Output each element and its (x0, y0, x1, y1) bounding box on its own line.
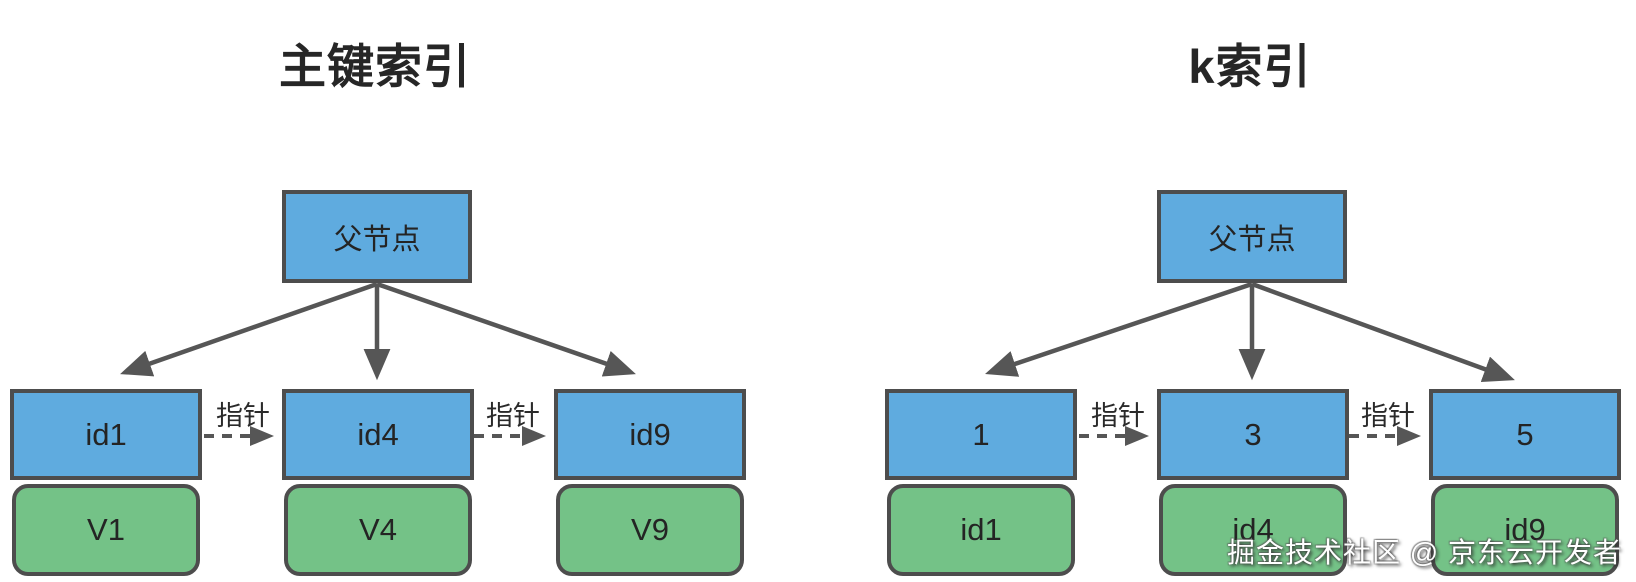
leaf-key-node: id1 (10, 389, 202, 480)
pointer-label: 指针 (216, 401, 270, 431)
tree-arrows (985, 281, 1515, 446)
leaf-value-node: id4 (1159, 484, 1347, 576)
parent-to-leaf3-arrow (376, 281, 636, 377)
leaf-value-node: V9 (556, 484, 744, 576)
leaf-key-node: 5 (1429, 389, 1621, 480)
pointer-label: 指针 (1091, 401, 1145, 431)
parent-to-leaf1-arrow (985, 281, 1253, 377)
diagram-title: 主键索引 (279, 40, 471, 93)
leaf-value-node: V1 (12, 484, 200, 576)
diagram-title: k索引 (1188, 40, 1312, 93)
parent-to-leaf1-arrow (120, 281, 378, 377)
pointer-label: 指针 (486, 401, 540, 431)
leaf-key-node: 1 (885, 389, 1077, 480)
watermark: 掘金技术社区 @ 京东云开发者 (1227, 537, 1622, 568)
pointer-label: 指针 (1361, 401, 1415, 431)
diagram-primary-key-index: 主键索引 父节点 指针 指针 id1 id4 id9 V1 V4 V9 (0, 0, 750, 582)
leaf-key-node: id4 (282, 389, 474, 480)
leaf-value-node: V4 (284, 484, 472, 576)
leaf-value-node: id1 (887, 484, 1075, 576)
leaf-key-node: id9 (554, 389, 746, 480)
tree-arrows (120, 281, 636, 446)
parent-node: 父节点 (1157, 190, 1347, 283)
diagram-k-index: k索引 父节点 指针 指针 1 3 5 id1 id4 id9 (875, 0, 1625, 582)
parent-to-leaf3-arrow (1251, 281, 1515, 383)
leaf-value-node: id9 (1431, 484, 1619, 576)
leaf-key-node: 3 (1157, 389, 1349, 480)
parent-node: 父节点 (282, 190, 472, 283)
